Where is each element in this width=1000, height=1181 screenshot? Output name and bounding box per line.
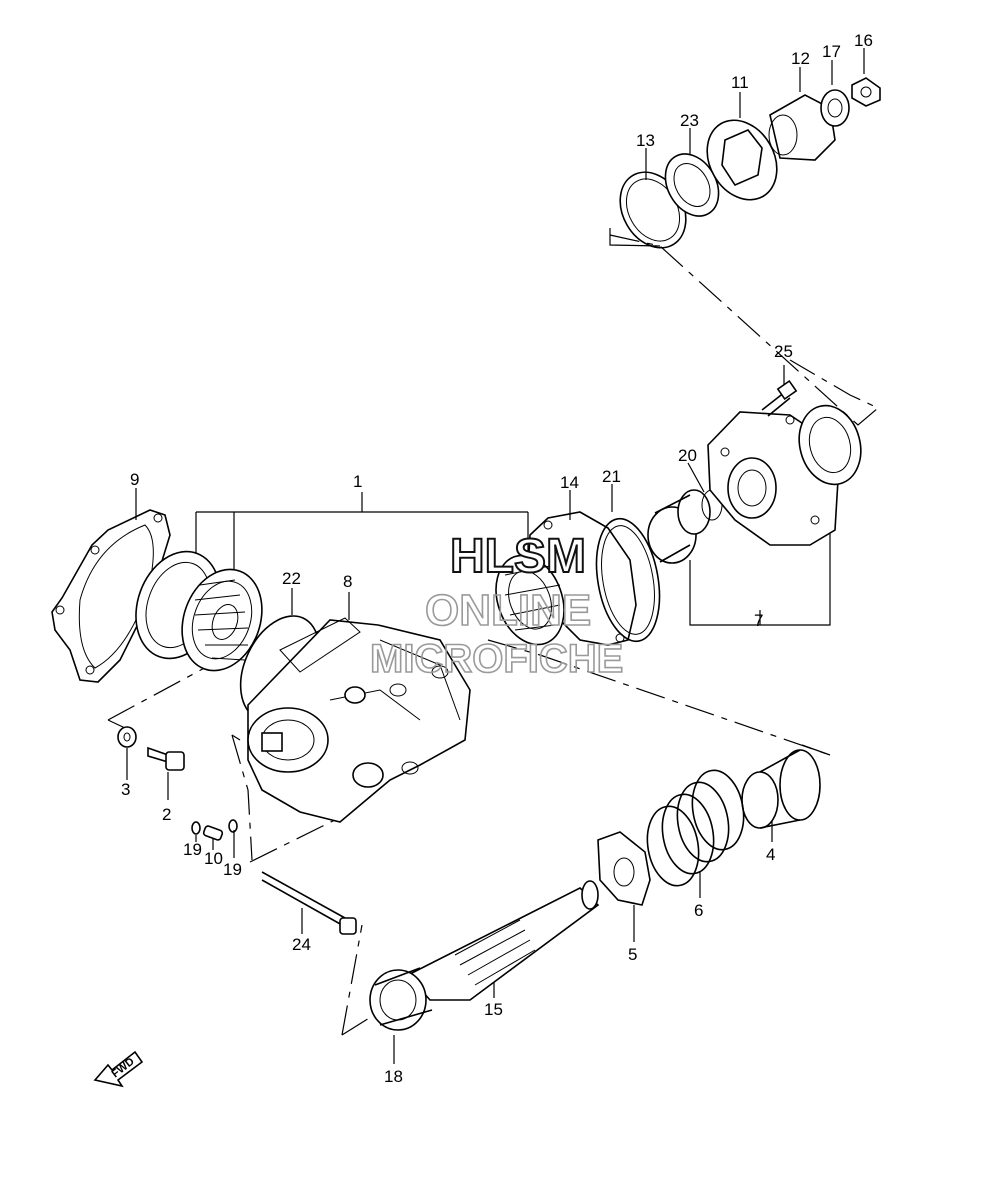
callout-2: 2 — [162, 805, 171, 824]
callout-20: 20 — [678, 446, 697, 465]
callout-11: 11 — [731, 73, 749, 92]
part-20-bearing-shaft — [647, 489, 723, 564]
part-5-clutch — [597, 831, 651, 906]
part-25-bolt — [761, 379, 798, 417]
callout-8: 8 — [343, 572, 352, 591]
part-7-housing — [707, 404, 862, 546]
callout-7: 7 — [754, 611, 763, 630]
callout-19b: 19 — [223, 860, 242, 879]
callout-15: 15 — [484, 1000, 503, 1019]
leader-lines — [107, 48, 880, 1064]
callout-13: 13 — [636, 131, 655, 150]
watermark-line3: MICROFICHE — [370, 637, 623, 681]
callout-22: 22 — [282, 569, 301, 588]
callout-3: 3 — [121, 780, 130, 799]
part-21-oring — [595, 517, 661, 643]
part-6-spring — [646, 769, 745, 887]
callout-9: 9 — [130, 470, 139, 489]
part-12-spacer — [768, 94, 836, 161]
callout-19a: 19 — [183, 840, 202, 859]
callout-16: 16 — [854, 31, 873, 50]
part-10-19-dowel-orings — [191, 819, 238, 841]
callout-17: 17 — [822, 42, 841, 61]
callout-14: 14 — [560, 473, 579, 492]
callout-4: 4 — [766, 845, 775, 864]
watermark: HLSM ONLINE MICROFICHE — [369, 529, 624, 682]
callout-23: 23 — [680, 111, 699, 130]
fwd-arrow-icon: FWD — [93, 1050, 144, 1088]
callouts: 1 2 3 4 5 6 7 8 9 10 11 12 13 14 15 16 1… — [121, 31, 873, 1086]
part-3-washer — [117, 726, 137, 748]
part-18-bearing — [369, 967, 433, 1031]
callout-10: 10 — [204, 849, 223, 868]
callout-5: 5 — [628, 945, 637, 964]
callout-21: 21 — [602, 467, 621, 486]
callout-6: 6 — [694, 901, 703, 920]
part-11-nut — [706, 119, 778, 201]
part-17-washer — [820, 89, 850, 127]
part-24-bolt — [261, 871, 357, 935]
callout-12: 12 — [791, 49, 810, 68]
part-2-bolt — [147, 746, 185, 771]
callout-1: 1 — [353, 472, 362, 491]
callout-24: 24 — [292, 935, 311, 954]
part-15-shaft — [406, 880, 600, 1001]
callout-25: 25 — [774, 342, 793, 361]
callout-18: 18 — [384, 1067, 403, 1086]
part-4-bearing — [741, 749, 821, 829]
part-gear-center — [495, 554, 565, 646]
watermark-line2: ONLINE — [425, 586, 591, 635]
part-gear-left — [135, 550, 263, 672]
part-16-nut — [851, 77, 881, 107]
watermark-line1: HLSM — [450, 530, 586, 583]
part-8-gearcase — [247, 617, 471, 823]
